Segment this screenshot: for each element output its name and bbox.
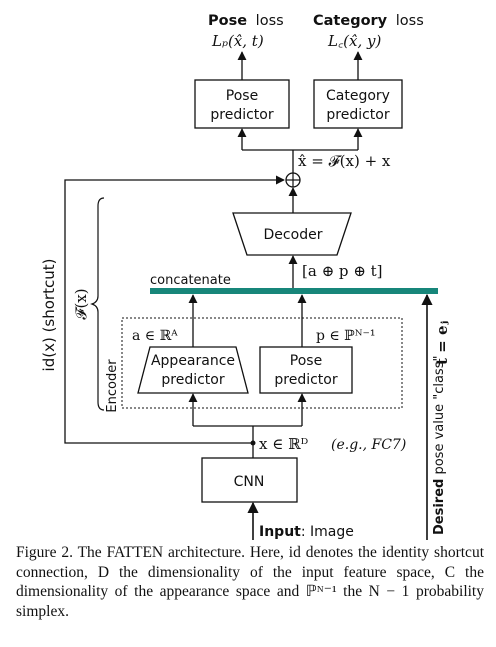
fx-label: 𝓕(x) (72, 288, 90, 319)
pose-predictor-bottom-line1: Pose (290, 353, 322, 369)
pose-predictor-top-line2: predictor (210, 107, 273, 123)
appearance-predictor-line2: predictor (161, 372, 224, 388)
x-space-label: x ∈ ℝᴰ (259, 435, 309, 453)
pose-predictor-top-box (194, 79, 290, 129)
decoder-box (232, 212, 352, 256)
appearance-predictor-line1: Appearance (151, 353, 235, 369)
a-space-label: a ∈ ℝᴬ (132, 328, 178, 344)
cnn-label: CNN (234, 474, 265, 490)
fx-brace (90, 197, 105, 411)
encoder-label: Encoder (105, 359, 120, 413)
pose-predictor-bottom-line2: predictor (274, 372, 337, 388)
category-predictor-line1: Category (326, 88, 390, 104)
shortcut-path (64, 175, 285, 444)
shortcut-label: id(x) (shortcut) (40, 259, 58, 372)
pose-loss-formula: Lₚ(x̂, t) (211, 32, 264, 50)
input-label: Input: Image (259, 524, 354, 540)
pose-predictor-top-line1: Pose (226, 88, 258, 104)
p-space-label: p ∈ ℙᴺ⁻¹ (316, 328, 375, 344)
pose-loss-title: Pose loss (208, 13, 284, 29)
pose-predictor-bottom-box (259, 346, 353, 394)
concatenate-label: concatenate (150, 273, 231, 288)
category-loss-title: Category loss (313, 13, 424, 29)
category-loss-formula: L꜀(x̂, y) (327, 32, 381, 50)
cnn-box (201, 457, 298, 503)
fatten-architecture-diagram: Pose loss Lₚ(x̂, t) Category loss L꜀(x̂,… (40, 13, 451, 540)
feature-junction (250, 440, 256, 446)
category-predictor-box (313, 79, 403, 129)
figure-caption: Figure 2. The FATTEN architecture. Here,… (16, 544, 484, 620)
concat-bar (150, 288, 438, 294)
category-predictor-line2: predictor (326, 107, 389, 123)
decoder-label: Decoder (264, 227, 323, 243)
concat-vector-label: [a ⊕ p ⊕ t] (302, 262, 383, 280)
x-hat-equation: x̂ = 𝓕(x) + x (298, 152, 391, 170)
t-equals-label: t = eⱼ (433, 321, 451, 365)
encoder-region (121, 317, 403, 409)
x-example-label: (e.g., FC7) (331, 437, 406, 453)
appearance-predictor-box (137, 346, 249, 394)
desired-pose-label: Desired pose value "class" (432, 356, 447, 535)
